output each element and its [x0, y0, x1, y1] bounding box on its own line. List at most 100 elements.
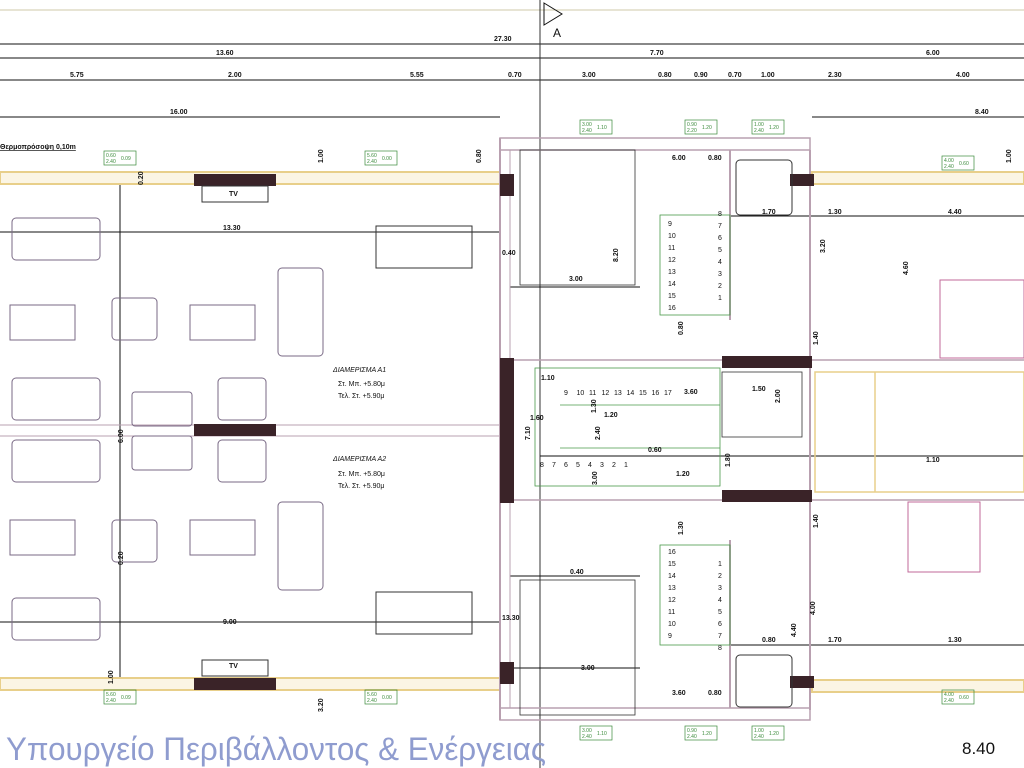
dimension-label: 1.20 [676, 471, 690, 478]
dimension-label: 0.80 [708, 155, 722, 162]
stair-step-number: 14 [668, 281, 676, 288]
dimension-label: 5.55 [410, 72, 424, 79]
window-sill: 1.10 [597, 731, 607, 737]
window-width: 3.00 [582, 728, 592, 734]
stair-step-number: 16 [652, 390, 660, 397]
dimension-label: 0.70 [508, 72, 522, 79]
columns [194, 174, 814, 690]
dimension-label: 0.80 [658, 72, 672, 79]
window-height: 2.40 [106, 698, 116, 704]
dimension-label: 3.00 [582, 72, 596, 79]
stair-step-number: 7 [718, 633, 722, 640]
stair-step-number: 9 [564, 390, 568, 397]
stair-step-number: 10 [668, 621, 676, 628]
stair-step-number: 6 [564, 462, 568, 469]
section-marker-label: A [553, 26, 561, 40]
dimension-label: 1.00 [761, 72, 775, 79]
stair-step-number: 7 [718, 223, 722, 230]
dimension-label: 9.00 [223, 619, 237, 626]
dimension-label: 0.20 [0, 0, 14, 2]
window-sill: 1.10 [597, 125, 607, 131]
dimension-label: 6.00 [118, 429, 125, 443]
apartment-title: ΔΙΑΜΕΡΙΣΜΑ Α1 [332, 367, 386, 374]
window-sill: 0.00 [382, 156, 392, 162]
dimension-label: 4.40 [791, 623, 798, 637]
stair-step-number: 6 [718, 235, 722, 242]
stair-step-number: 1 [624, 462, 628, 469]
apartment-title: ΔΙΑΜΕΡΙΣΜΑ Α2 [332, 456, 386, 463]
stair-step-number: 2 [718, 283, 722, 290]
window-width: 0.90 [687, 122, 697, 128]
window-sill: 1.20 [702, 125, 712, 131]
dimension-label: 5.75 [70, 72, 84, 79]
window-tag: 3.002.40 1.10 [579, 725, 613, 741]
dimension-label: 0.40 [570, 569, 584, 576]
window-width: 5.60 [367, 153, 377, 159]
stair-step-number: 5 [576, 462, 580, 469]
dimension-label: 0.60 [648, 447, 662, 454]
window-width: 4.00 [944, 158, 954, 164]
dimension-label: 13.30 [223, 225, 241, 232]
stair-step-number: 2 [612, 462, 616, 469]
dimension-label: 0.20 [118, 551, 125, 565]
dimension-label: 2.40 [595, 426, 602, 440]
dimension-label: 1.30 [678, 521, 685, 535]
dimension-label: 1.70 [828, 637, 842, 644]
dimension-label: 13.60 [216, 50, 234, 57]
window-sill: 0.09 [121, 695, 131, 701]
tv-label-top: TV [229, 191, 238, 198]
structural-level: Στ. Μπ. +5.80μ [338, 381, 385, 388]
dimension-label: 1.30 [591, 399, 598, 413]
stair-step-number: 4 [718, 597, 722, 604]
dimension-label: 4.40 [948, 209, 962, 216]
stair-step-number: 13 [668, 585, 676, 592]
window-height: 2.40 [367, 698, 377, 704]
dimension-label: 1.30 [828, 209, 842, 216]
stair-step-number: 5 [718, 609, 722, 616]
dimension-label: 3.20 [318, 698, 325, 712]
stair-step-number: 14 [627, 390, 635, 397]
stair-step-number: 15 [668, 561, 676, 568]
stair-step-number: 10 [668, 233, 676, 240]
dimension-label: 2.00 [228, 72, 242, 79]
dimension-label: 1.50 [752, 386, 766, 393]
dimension-label: 0.80 [678, 321, 685, 335]
window-width: 5.60 [367, 692, 377, 698]
window-width: 0.90 [687, 728, 697, 734]
window-height: 2.40 [687, 734, 697, 740]
dimension-label: 1.70 [762, 209, 776, 216]
finished-level: Τελ. Στ. +5.90μ [338, 393, 384, 400]
window-height: 2.40 [582, 734, 592, 740]
stair-step-number: 3 [718, 271, 722, 278]
dimension-label: 1.20 [604, 412, 618, 419]
window-width: 4.00 [944, 692, 954, 698]
window-sill: 1.20 [769, 731, 779, 737]
dimension-label: 1.80 [725, 453, 732, 467]
window-height: 2.40 [754, 734, 764, 740]
stair-step-number: 1 [718, 295, 722, 302]
window-width: 1.00 [754, 122, 764, 128]
insulation-note: Θερμοπρόσοψη 0,10m [0, 144, 76, 151]
stair-step-number: 8 [718, 211, 722, 218]
stair-step-number: 14 [668, 573, 676, 580]
dimension-label: 13.30 [502, 615, 520, 622]
dimension-label: 16.00 [170, 109, 188, 116]
window-width: 3.00 [582, 122, 592, 128]
window-sill: 1.20 [769, 125, 779, 131]
stair-step-number: 8 [540, 462, 544, 469]
dimension-label: 3.60 [672, 690, 686, 697]
dimension-label: 1.10 [926, 457, 940, 464]
dimension-label: 8.20 [613, 248, 620, 262]
dimension-label: 1.00 [1006, 149, 1013, 163]
dimension-label: 1.60 [530, 415, 544, 422]
apartment-a2-label: ΔΙΑΜΕΡΙΣΜΑ Α2 Στ. Μπ. +5.80μ Τελ. Στ. +5… [332, 456, 386, 490]
dimension-label: 1.30 [948, 637, 962, 644]
dimension-label: 1.00 [108, 670, 115, 684]
window-sill: 0.60 [959, 695, 969, 701]
dimension-label: 4.60 [903, 261, 910, 275]
